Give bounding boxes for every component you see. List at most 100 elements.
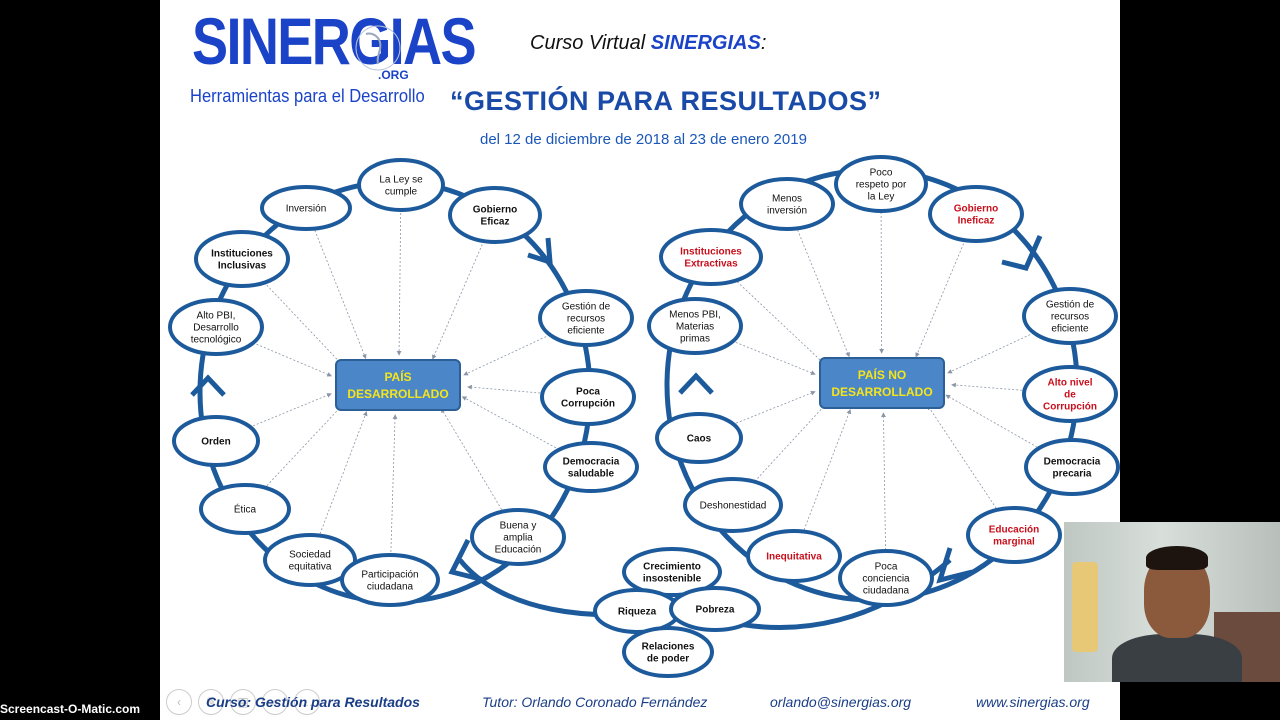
node-label: amplia [503,533,533,544]
bottom-cluster-node: Riqueza [593,588,681,634]
node-ellipse [966,506,1062,564]
node-label: Caos [687,434,712,445]
node-ellipse [263,533,357,587]
node-label: de poder [647,654,689,665]
node-label: Educación [989,525,1040,536]
left-chevron-bottom-icon [448,538,485,583]
bottom-cluster-node: Pobreza [669,586,761,632]
node-ellipse [746,529,842,583]
footer-tutor: Tutor: Orlando Coronado Fernández [482,694,708,710]
node-label: Deshonestidad [700,501,767,512]
node-label: Riqueza [618,607,657,618]
node-label: insostenible [643,574,702,585]
node-label: Democracia [1044,457,1101,468]
webcam-overlay [1064,522,1280,682]
pen-icon[interactable]: ✎ [198,689,224,715]
node-label: ciudadana [863,586,910,597]
center-label-line2: DESARROLLADO [347,387,448,401]
node-ellipse [1024,438,1120,496]
center-label-no-line1: PAÍS NO [858,367,906,382]
node-label: Menos PBI, [669,310,721,321]
node-label: Corrupción [1043,402,1097,413]
left-cycle-node: Orden [172,415,260,467]
node-label: de [1064,390,1076,401]
node-label: Ética [234,503,257,516]
node-label: Gestión de [1046,300,1095,311]
course-suffix: : [760,32,767,54]
node-label: inversión [767,206,807,217]
node-label: La Ley se [379,175,423,186]
footer-course: Curso: Gestión para Resultados [206,694,420,710]
node-label: Corrupción [561,399,615,410]
node-label: Materias [676,322,714,333]
logo-org: .ORG [378,68,409,82]
center-box-desarrollado [335,359,461,411]
left-cycle-node: Ética [199,483,291,535]
left-chevron-up-icon [190,374,226,397]
node-label: Instituciones [680,247,742,258]
node-ellipse [540,368,636,426]
prev-slide-icon[interactable]: ‹ [166,689,192,715]
footer-course-name: Gestión para Resultados [255,694,420,710]
node-label: Poca [576,387,600,398]
node-ellipse [194,230,290,288]
node-label: precaria [1053,469,1092,480]
more-icon[interactable]: … [294,689,320,715]
node-label: Gobierno [954,204,998,215]
footer-email: orlando@sinergias.org [770,694,912,710]
node-label: primas [680,334,710,345]
node-ellipse [659,228,763,286]
node-label: recursos [1051,312,1089,323]
footer-course-label: Curso: [206,694,255,710]
node-label: Extractivas [684,259,738,270]
node-label: Instituciones [211,249,273,260]
right-cycle-node: Caos [655,412,743,464]
slides-icon[interactable]: ▤ [230,689,256,715]
node-label: Educación [495,545,542,556]
recorder-watermark: Screencast-O-Matic.com [0,702,141,716]
node-label: Poco [870,168,893,179]
node-ellipse [655,412,743,464]
zoom-icon[interactable]: ⌕ [262,689,288,715]
node-ellipse [260,185,352,231]
node-label: recursos [567,314,605,325]
node-ellipse [543,441,639,493]
node-ellipse [199,483,291,535]
node-label: la Ley [868,192,895,203]
node-label: Inequitativa [766,552,822,563]
node-label: equitativa [289,562,332,573]
connector-arrow [389,414,398,581]
connector-arrow [732,401,829,506]
node-ellipse [683,477,783,533]
presentation-slide: SINERGIAS .ORG Herramientas para el Desa… [160,0,1120,720]
footer-website: www.sinergias.org [976,694,1090,710]
node-ellipse [834,155,928,213]
logo-subtitle: Herramientas para el Desarrollo [190,86,425,106]
node-ellipse [739,177,835,231]
node-label: eficiente [567,326,605,337]
node-label: Poca [875,562,898,573]
node-label: Orden [201,437,230,448]
node-ellipse [838,549,934,607]
left-chevron-arrow-icon [527,237,553,266]
center-label-no-line2: DESARROLLADO [831,385,932,399]
node-ellipse [647,297,743,355]
slide-toolbar: ‹ ✎ ▤ ⌕ … [166,689,320,715]
node-label: ciudadana [367,582,414,593]
course-dates: del 12 de diciembre de 2018 al 23 de ene… [480,131,807,148]
course-prefix: Curso Virtual [530,32,651,54]
node-ellipse [538,289,634,347]
